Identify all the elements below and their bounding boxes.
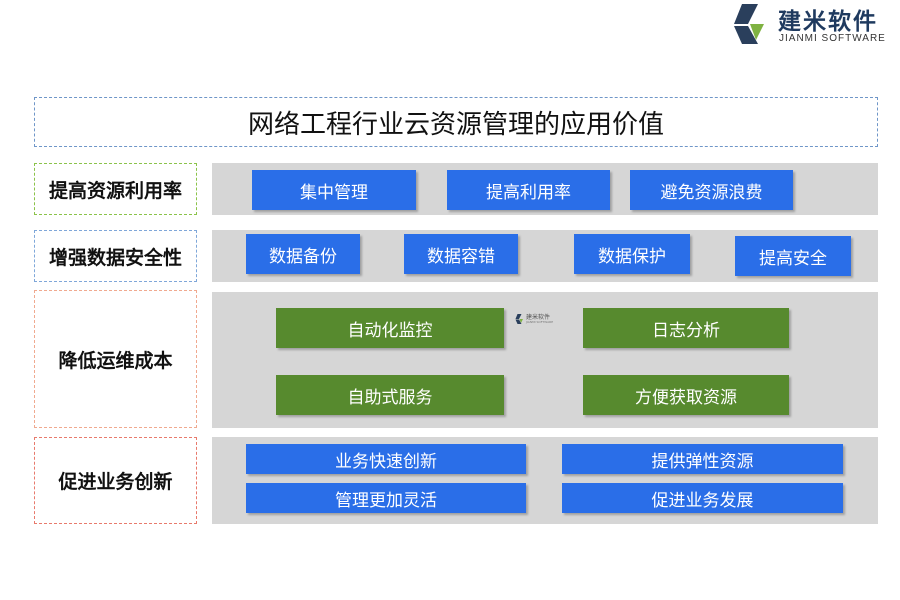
diagram-title: 网络工程行业云资源管理的应用价值	[34, 97, 878, 147]
watermark-logo-icon	[515, 314, 523, 324]
chip-log-analysis: 日志分析	[583, 308, 789, 348]
brand-name-cn: 建米软件	[778, 9, 878, 35]
watermark-text-en: JIANMI SOFTWARE	[526, 320, 554, 324]
row-label-data-security: 增强数据安全性	[34, 230, 197, 282]
chip-automated-monitoring: 自动化监控	[276, 308, 504, 348]
chip-data-protection: 数据保护	[574, 234, 690, 274]
watermark-logo: 建米软件 JIANMI SOFTWARE	[514, 312, 564, 328]
row-label-reduce-ops-cost: 降低运维成本	[34, 290, 197, 428]
chip-rapid-innovation: 业务快速创新	[246, 444, 526, 474]
chip-data-fault-tolerance: 数据容错	[404, 234, 518, 274]
chip-avoid-waste: 避免资源浪费	[630, 170, 793, 210]
chip-improve-security: 提高安全	[735, 236, 851, 276]
chip-flexible-management: 管理更加灵活	[246, 483, 526, 513]
chip-self-service: 自助式服务	[276, 375, 504, 415]
watermark-text-cn: 建米软件	[526, 314, 551, 321]
brand-name-en: JIANMI SOFTWARE	[779, 33, 886, 44]
chip-business-development: 促进业务发展	[562, 483, 843, 513]
chip-elastic-resources: 提供弹性资源	[562, 444, 843, 474]
chip-improve-utilization: 提高利用率	[447, 170, 610, 210]
brand-logo-icon	[734, 4, 764, 44]
brand-logo: 建米软件 JIANMI SOFTWARE	[728, 2, 898, 46]
row-label-resource-utilization: 提高资源利用率	[34, 163, 197, 215]
row-label-business-innovation: 促进业务创新	[34, 437, 197, 524]
chip-easy-resource-access: 方便获取资源	[583, 375, 789, 415]
chip-centralized-management: 集中管理	[252, 170, 416, 210]
chip-data-backup: 数据备份	[246, 234, 360, 274]
